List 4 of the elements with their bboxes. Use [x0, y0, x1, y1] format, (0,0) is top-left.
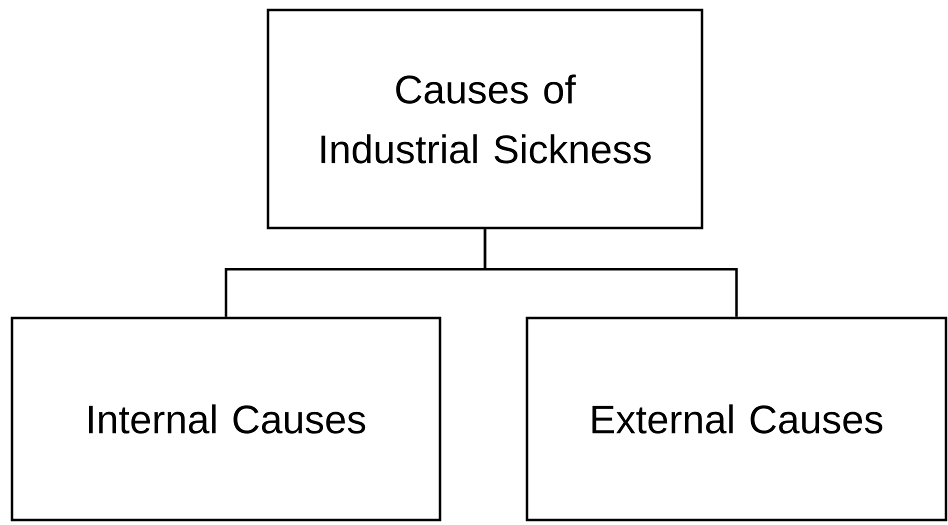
process-box: External Causes [526, 316, 948, 522]
connector [484, 229, 738, 317]
process-box: Internal Causes [10, 316, 442, 522]
process-box: Causes of Industrial Sickness [266, 8, 704, 230]
